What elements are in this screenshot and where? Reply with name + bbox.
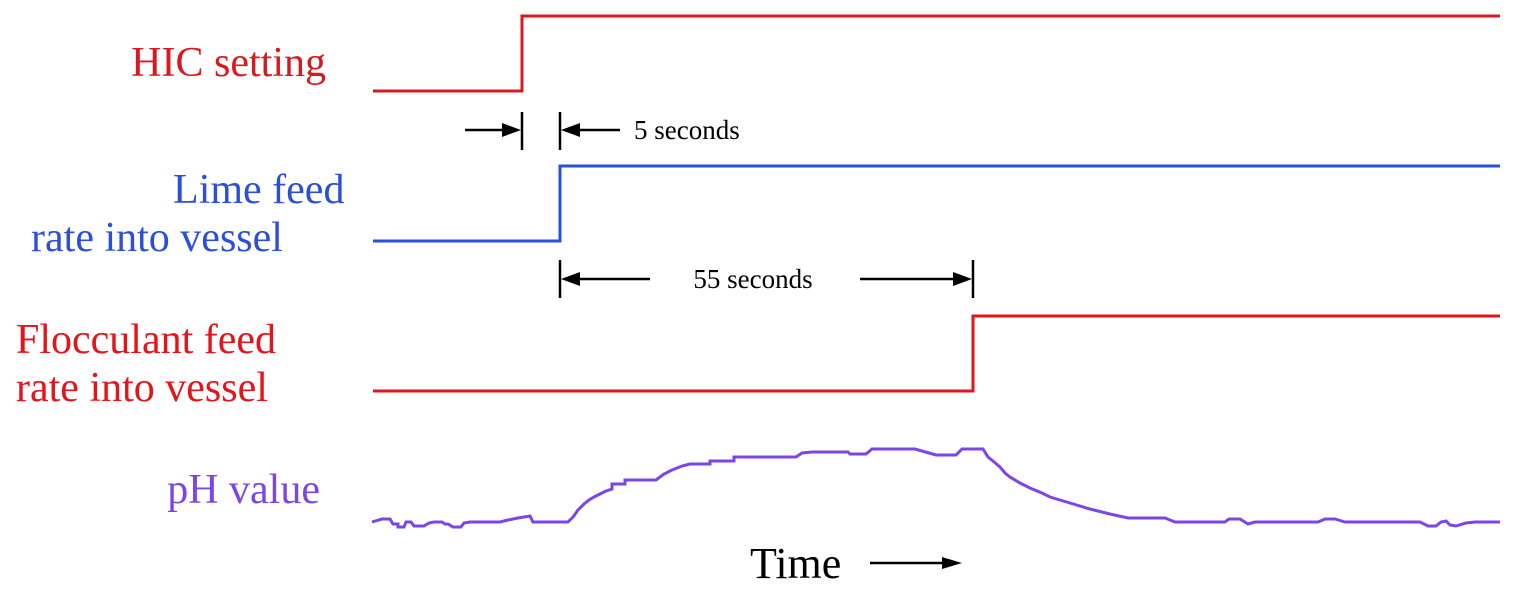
hic-setting-label-line-1: HIC setting	[131, 40, 326, 86]
time-axis: Time	[750, 539, 962, 588]
hic-setting-trace	[373, 14, 1500, 93]
left-arrow-icon	[561, 272, 650, 286]
right-arrow-icon	[465, 123, 521, 137]
right-arrow-icon	[860, 272, 972, 286]
lime-feed-label-line-2: rate into vessel	[31, 215, 283, 261]
flocculant-delay-dimension: 55 seconds	[558, 260, 975, 298]
lime-delay-label: 5 seconds	[634, 115, 740, 145]
ph-value-label: pH value	[167, 467, 320, 513]
flocculant-feed-label-line-1: Flocculant feed	[16, 317, 276, 363]
ph-value-label-line-1: pH value	[167, 467, 320, 513]
right-arrow-icon	[870, 557, 962, 569]
flocculant-delay-label: 55 seconds	[693, 264, 812, 294]
flocculant-feed-label-line-2: rate into vessel	[16, 365, 268, 411]
lime-delay-dimension: 5 seconds	[465, 112, 740, 150]
lime-feed-trace	[373, 164, 1500, 243]
flocculant-feed-trace	[373, 314, 1500, 393]
time-axis-label: Time	[750, 539, 841, 588]
flocculant-feed-label: Flocculant feed rate into vessel	[16, 317, 287, 411]
ph-value-trace	[371, 447, 1500, 529]
hic-setting-label: HIC setting	[131, 40, 326, 86]
left-arrow-icon	[561, 123, 620, 137]
lime-feed-label: Lime feed rate into vessel	[31, 167, 355, 261]
lime-feed-label-line-1: Lime feed	[173, 167, 344, 213]
